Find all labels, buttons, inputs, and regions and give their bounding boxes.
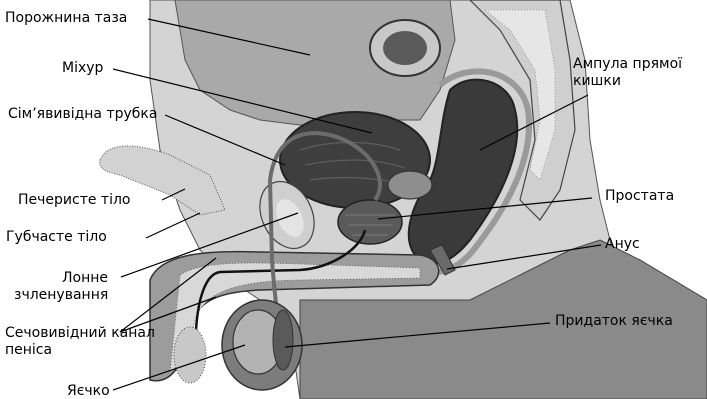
- label-corpus-spongiosum: Губчасте тіло: [6, 229, 107, 245]
- label-pubic-symphysis-line2: зчленування: [14, 287, 108, 303]
- intestine-lumen: [383, 31, 427, 65]
- label-rectal-ampulla-line1: Ампула прямої: [573, 56, 682, 72]
- label-urethra-line2: пеніса: [5, 342, 52, 358]
- label-prostate: Простата: [605, 188, 674, 204]
- seminal-vesicle: [388, 171, 432, 199]
- label-anus: Анус: [605, 236, 640, 252]
- glans: [174, 327, 206, 383]
- label-bladder: Міхур: [62, 60, 103, 76]
- label-rectal-ampulla-line2: кишки: [573, 73, 621, 89]
- label-testis: Яєчко: [67, 383, 110, 399]
- prostate-shape: [338, 200, 402, 244]
- label-vas-deferens: Сім’явивідна трубка: [8, 106, 157, 122]
- epididymis-shape: [273, 310, 293, 370]
- label-pubic-symphysis-line1: Лонне: [62, 270, 108, 286]
- label-urethra-line1: Сечовивідний канал: [5, 325, 155, 341]
- label-corpus-cavernosum: Печеристе тіло: [18, 192, 131, 208]
- label-pelvic-cavity: Порожнина таза: [5, 10, 127, 26]
- label-epididymis: Придаток яєчка: [555, 313, 673, 329]
